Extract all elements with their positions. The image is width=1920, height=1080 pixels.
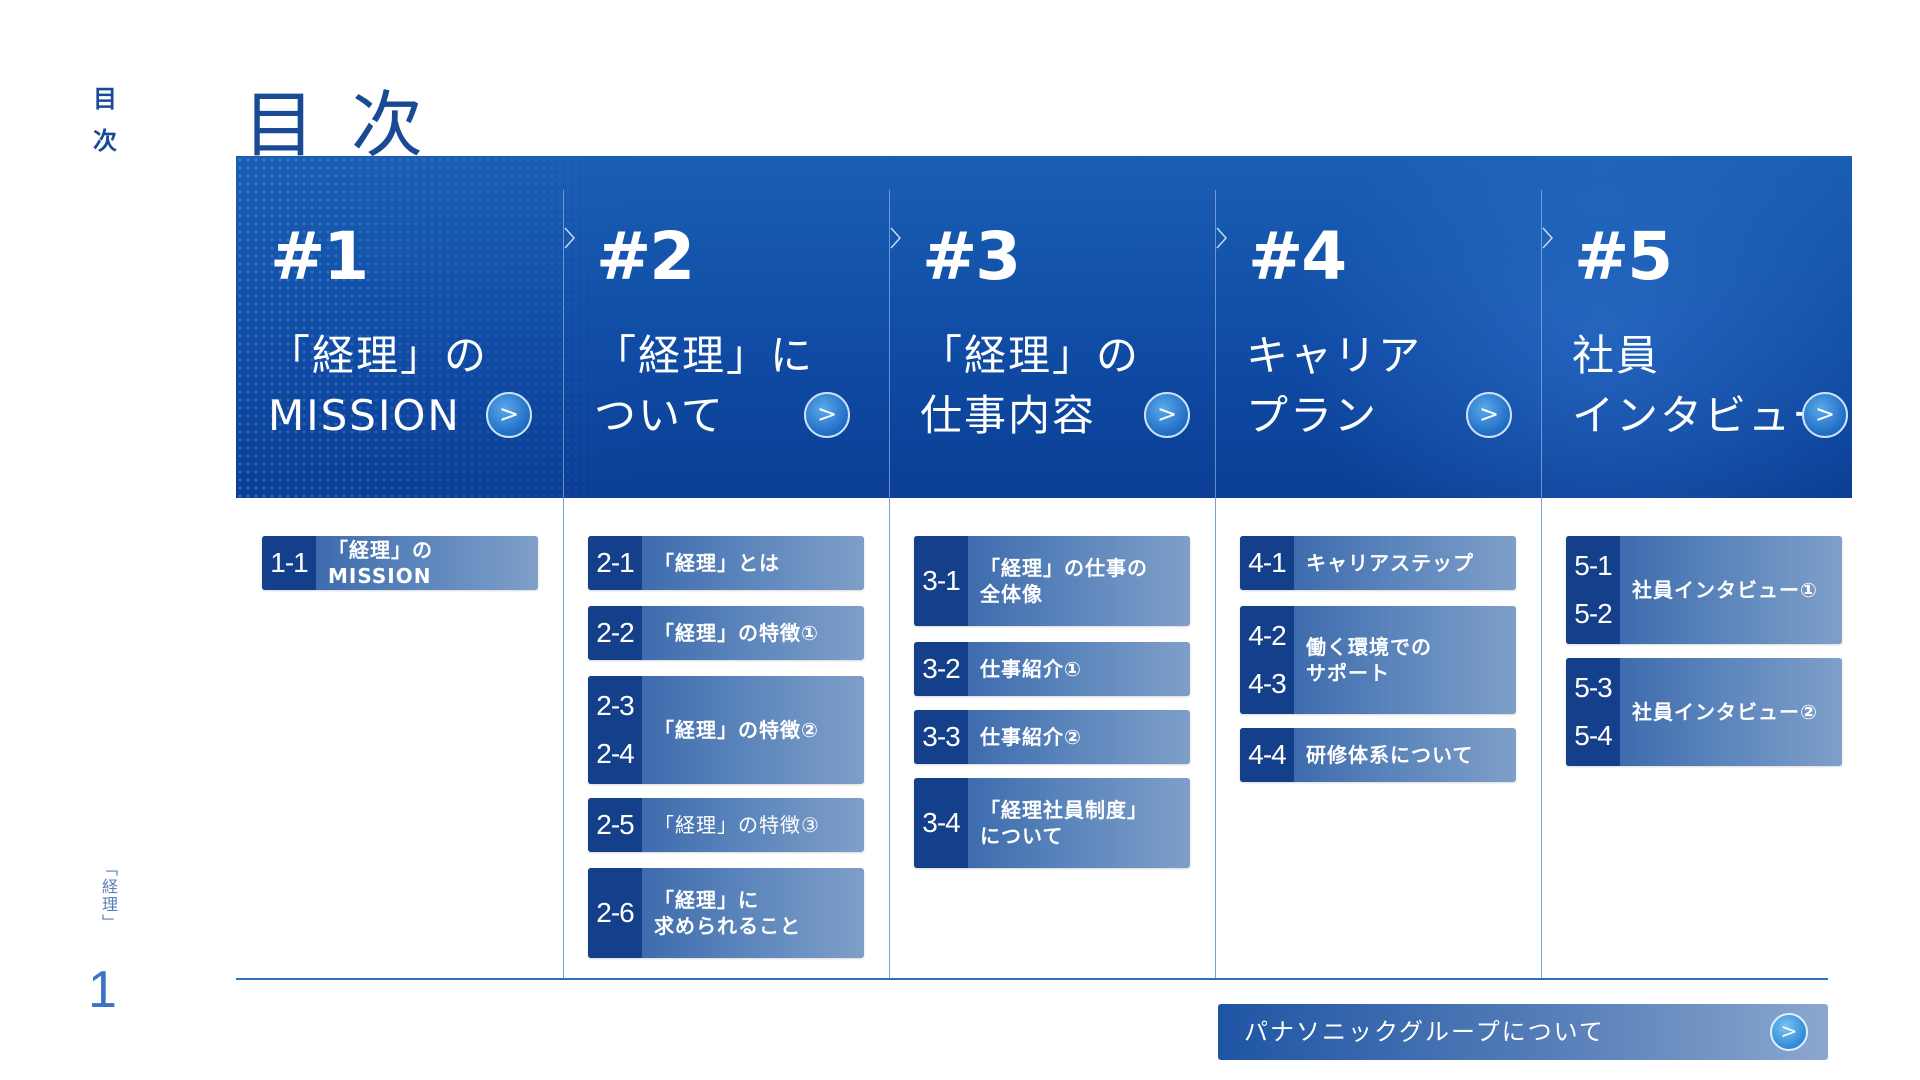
toc-item-3-3[interactable]: 3-3 仕事紹介② (914, 710, 1190, 764)
item-label: 「経理社員制度」について (980, 798, 1148, 848)
toc-item-3-2[interactable]: 3-2 仕事紹介① (914, 642, 1190, 696)
item-code: 2-6 (588, 868, 642, 958)
section-title: 社員 インタビュー (1572, 326, 1836, 446)
item-label: 仕事紹介① (980, 657, 1082, 681)
side-category-label: 「経理」 (99, 860, 118, 932)
item-label: キャリアステップ (1306, 551, 1474, 575)
item-label: 「経理」の特徴② (654, 718, 819, 742)
section-header-1[interactable]: #1 「経理」の MISSION > (240, 156, 563, 498)
toc-item-3-1[interactable]: 3-1 「経理」の仕事の全体像 (914, 536, 1190, 626)
go-arrow-button[interactable]: > (1144, 392, 1190, 438)
item-code: 3-2 (914, 642, 968, 696)
chevron-right-icon (1542, 227, 1554, 249)
section-number: #4 (1248, 218, 1347, 295)
section-title-line: プラン (1246, 391, 1379, 440)
toc-item-1-1[interactable]: 1-1 「経理」のMISSION (262, 536, 538, 590)
section-header-5[interactable]: #5 社員 インタビュー > (1544, 156, 1867, 498)
section-header-4[interactable]: #4 キャリア プラン > (1218, 156, 1541, 498)
column-divider (889, 190, 890, 498)
toc-item-2-2[interactable]: 2-2 「経理」の特徴① (588, 606, 864, 660)
chevron-right-icon (1216, 227, 1228, 249)
side-section-label: 目次 (93, 85, 117, 155)
panasonic-group-link-label: パナソニックグループについて (1244, 1018, 1605, 1046)
section-title-line: インタビュー (1572, 391, 1837, 440)
section-title: 「経理」の 仕事内容 (920, 326, 1140, 446)
item-code: 2-5 (588, 798, 642, 852)
section-title-line: MISSION (268, 391, 461, 440)
item-code: 4-1 (1240, 536, 1294, 590)
toc-item-2-1[interactable]: 2-1 「経理」とは (588, 536, 864, 590)
go-arrow-button[interactable]: > (486, 392, 532, 438)
go-arrow-button[interactable]: > (1466, 392, 1512, 438)
item-label: 「経理」の仕事の全体像 (980, 556, 1148, 606)
banner-glow (1292, 156, 1852, 498)
item-code: 2-1 (588, 536, 642, 590)
chevron-right-icon (890, 227, 902, 249)
section-title-line: ついて (594, 391, 725, 440)
page-title: 目次 (243, 83, 460, 167)
item-label: 社員インタビュー① (1632, 578, 1818, 602)
section-title: キャリア プラン (1246, 326, 1422, 446)
column-divider (1541, 498, 1542, 978)
section-title-line: 「経理」の (920, 331, 1141, 380)
item-label: 「経理」の特徴③ (654, 813, 820, 837)
go-arrow-button[interactable]: > (804, 392, 850, 438)
item-label: 仕事紹介② (980, 725, 1082, 749)
item-code: 3-3 (914, 710, 968, 764)
bottom-divider (236, 978, 1828, 980)
column-divider (1215, 498, 1216, 978)
section-number: #3 (922, 218, 1021, 295)
toc-item-4-1[interactable]: 4-1 キャリアステップ (1240, 536, 1516, 590)
column-divider (563, 498, 564, 978)
item-label: 「経理」とは (654, 551, 780, 575)
item-label: 「経理」のMISSION (328, 538, 433, 588)
section-title-line: 仕事内容 (920, 391, 1097, 440)
column-divider (889, 498, 890, 978)
section-number: #2 (596, 218, 695, 295)
toc-item-4-4[interactable]: 4-4 研修体系について (1240, 728, 1516, 782)
section-title: 「経理」の MISSION (268, 326, 488, 446)
toc-item-2-5[interactable]: 2-5 「経理」の特徴③ (588, 798, 864, 852)
section-title-line: 「経理」に (594, 331, 815, 380)
section-title-line: キャリア (1246, 331, 1423, 380)
toc-item-2-6[interactable]: 2-6 「経理」に求められること (588, 868, 864, 958)
section-header-2[interactable]: #2 「経理」に ついて > (566, 156, 889, 498)
item-code: 3-4 (914, 778, 968, 868)
go-arrow-button[interactable]: > (1802, 392, 1848, 438)
item-label: 「経理」の特徴① (654, 621, 819, 645)
item-label: 「経理」に求められること (654, 888, 801, 938)
section-header-3[interactable]: #3 「経理」の 仕事内容 > (892, 156, 1215, 498)
item-code: 2-2 (588, 606, 642, 660)
chevron-right-icon (564, 227, 576, 249)
item-label: 働く環境でのサポート (1306, 635, 1432, 685)
toc-item-3-4[interactable]: 3-4 「経理社員制度」について (914, 778, 1190, 868)
column-divider (1215, 190, 1216, 498)
item-label: 研修体系について (1306, 743, 1474, 767)
item-code: 3-1 (914, 536, 968, 626)
item-code: 4-4 (1240, 728, 1294, 782)
dot-pattern (236, 156, 656, 498)
item-code: 1-1 (262, 536, 316, 590)
column-divider (1541, 190, 1542, 498)
section-number: #1 (270, 218, 369, 295)
section-title-line: 「経理」の (268, 331, 489, 380)
section-title-line: 社員 (1572, 331, 1661, 380)
go-arrow-button[interactable]: > (1770, 1013, 1808, 1051)
page-number: 1 (88, 961, 117, 1019)
panasonic-group-link[interactable]: パナソニックグループについて > (1218, 1004, 1828, 1060)
section-banner (236, 156, 1852, 498)
column-divider (563, 190, 564, 498)
section-title: 「経理」に ついて (594, 326, 814, 446)
item-label: 社員インタビュー② (1632, 700, 1818, 724)
section-number: #5 (1574, 218, 1673, 295)
